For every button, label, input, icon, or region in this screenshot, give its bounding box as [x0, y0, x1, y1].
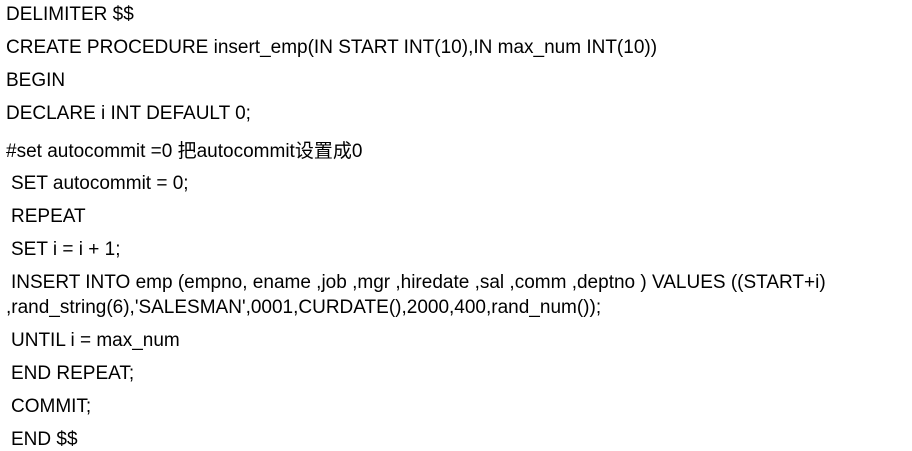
code-line-set-autocommit: SET autocommit = 0; — [11, 173, 189, 194]
code-line-delimiter: DELIMITER $$ — [6, 4, 134, 25]
code-line-commit: COMMIT; — [11, 396, 92, 417]
code-line-begin: BEGIN — [6, 70, 66, 91]
code-line-until: UNTIL i = max_num — [11, 330, 180, 351]
code-line-increment: SET i = i + 1; — [11, 239, 121, 260]
code-line-repeat: REPEAT — [11, 206, 86, 227]
code-line-declare: DECLARE i INT DEFAULT 0; — [6, 103, 251, 124]
code-line-end: END $$ — [11, 429, 78, 450]
code-line-create-procedure: CREATE PROCEDURE insert_emp(IN START INT… — [6, 37, 658, 58]
code-line-end-repeat: END REPEAT; — [11, 363, 135, 384]
code-line-insert: INSERT INTO emp (empno, ename ,job ,mgr … — [11, 272, 826, 293]
code-line-comment: #set autocommit =0 把autocommit设置成0 — [6, 141, 363, 162]
code-line-insert-values: ,rand_string(6),'SALESMAN',0001,CURDATE(… — [6, 297, 602, 318]
